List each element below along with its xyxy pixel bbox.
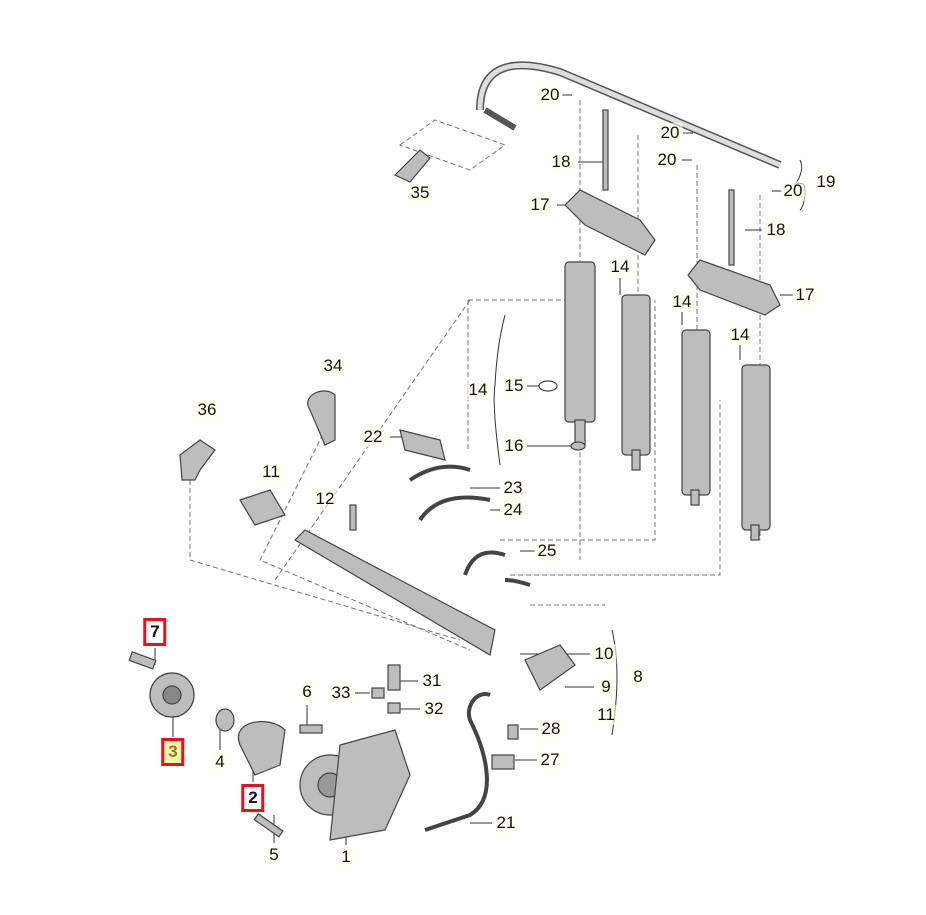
label-28: 28 (538, 719, 564, 739)
label-14: 14 (607, 257, 633, 277)
dashed-guides (189, 100, 761, 651)
label-24: 24 (500, 500, 526, 520)
label-17: 17 (527, 195, 553, 215)
label-19: 19 (813, 172, 839, 192)
label-15: 15 (501, 376, 527, 396)
label-2-highlighted: 2 (241, 784, 265, 812)
label-7-highlighted: 7 (143, 618, 167, 646)
label-9: 9 (598, 677, 614, 697)
label-20: 20 (537, 85, 563, 105)
label-20: 20 (654, 150, 680, 170)
label-14: 14 (465, 380, 491, 400)
label-21: 21 (493, 813, 519, 833)
label-20: 20 (657, 123, 683, 143)
label-32: 32 (421, 699, 447, 719)
label-16: 16 (501, 436, 527, 456)
label-8: 8 (630, 667, 646, 687)
label-3-highlighted: 3 (161, 738, 185, 766)
label-31: 31 (419, 671, 445, 691)
label-4: 4 (212, 752, 228, 772)
label-33: 33 (328, 683, 354, 703)
label-18: 18 (763, 220, 789, 240)
label-14: 14 (727, 325, 753, 345)
label-17: 17 (792, 285, 818, 305)
label-10: 10 (591, 644, 617, 664)
label-22: 22 (360, 427, 386, 447)
label-12: 12 (312, 489, 338, 509)
label-18: 18 (548, 152, 574, 172)
label-23: 23 (500, 478, 526, 498)
label-5: 5 (266, 845, 282, 865)
label-6: 6 (299, 682, 315, 702)
label-35: 35 (407, 183, 433, 203)
parts (128, 61, 782, 841)
label-14: 14 (669, 292, 695, 312)
label-27: 27 (537, 750, 563, 770)
injectors (564, 261, 771, 541)
coupling (237, 721, 286, 776)
label-1: 1 (338, 847, 354, 867)
label-11: 11 (259, 462, 283, 482)
label-34: 34 (320, 356, 346, 376)
label-36: 36 (194, 400, 220, 420)
label-20: 20 (780, 181, 806, 201)
label-11: 11 (594, 705, 618, 725)
label-25: 25 (534, 541, 560, 561)
